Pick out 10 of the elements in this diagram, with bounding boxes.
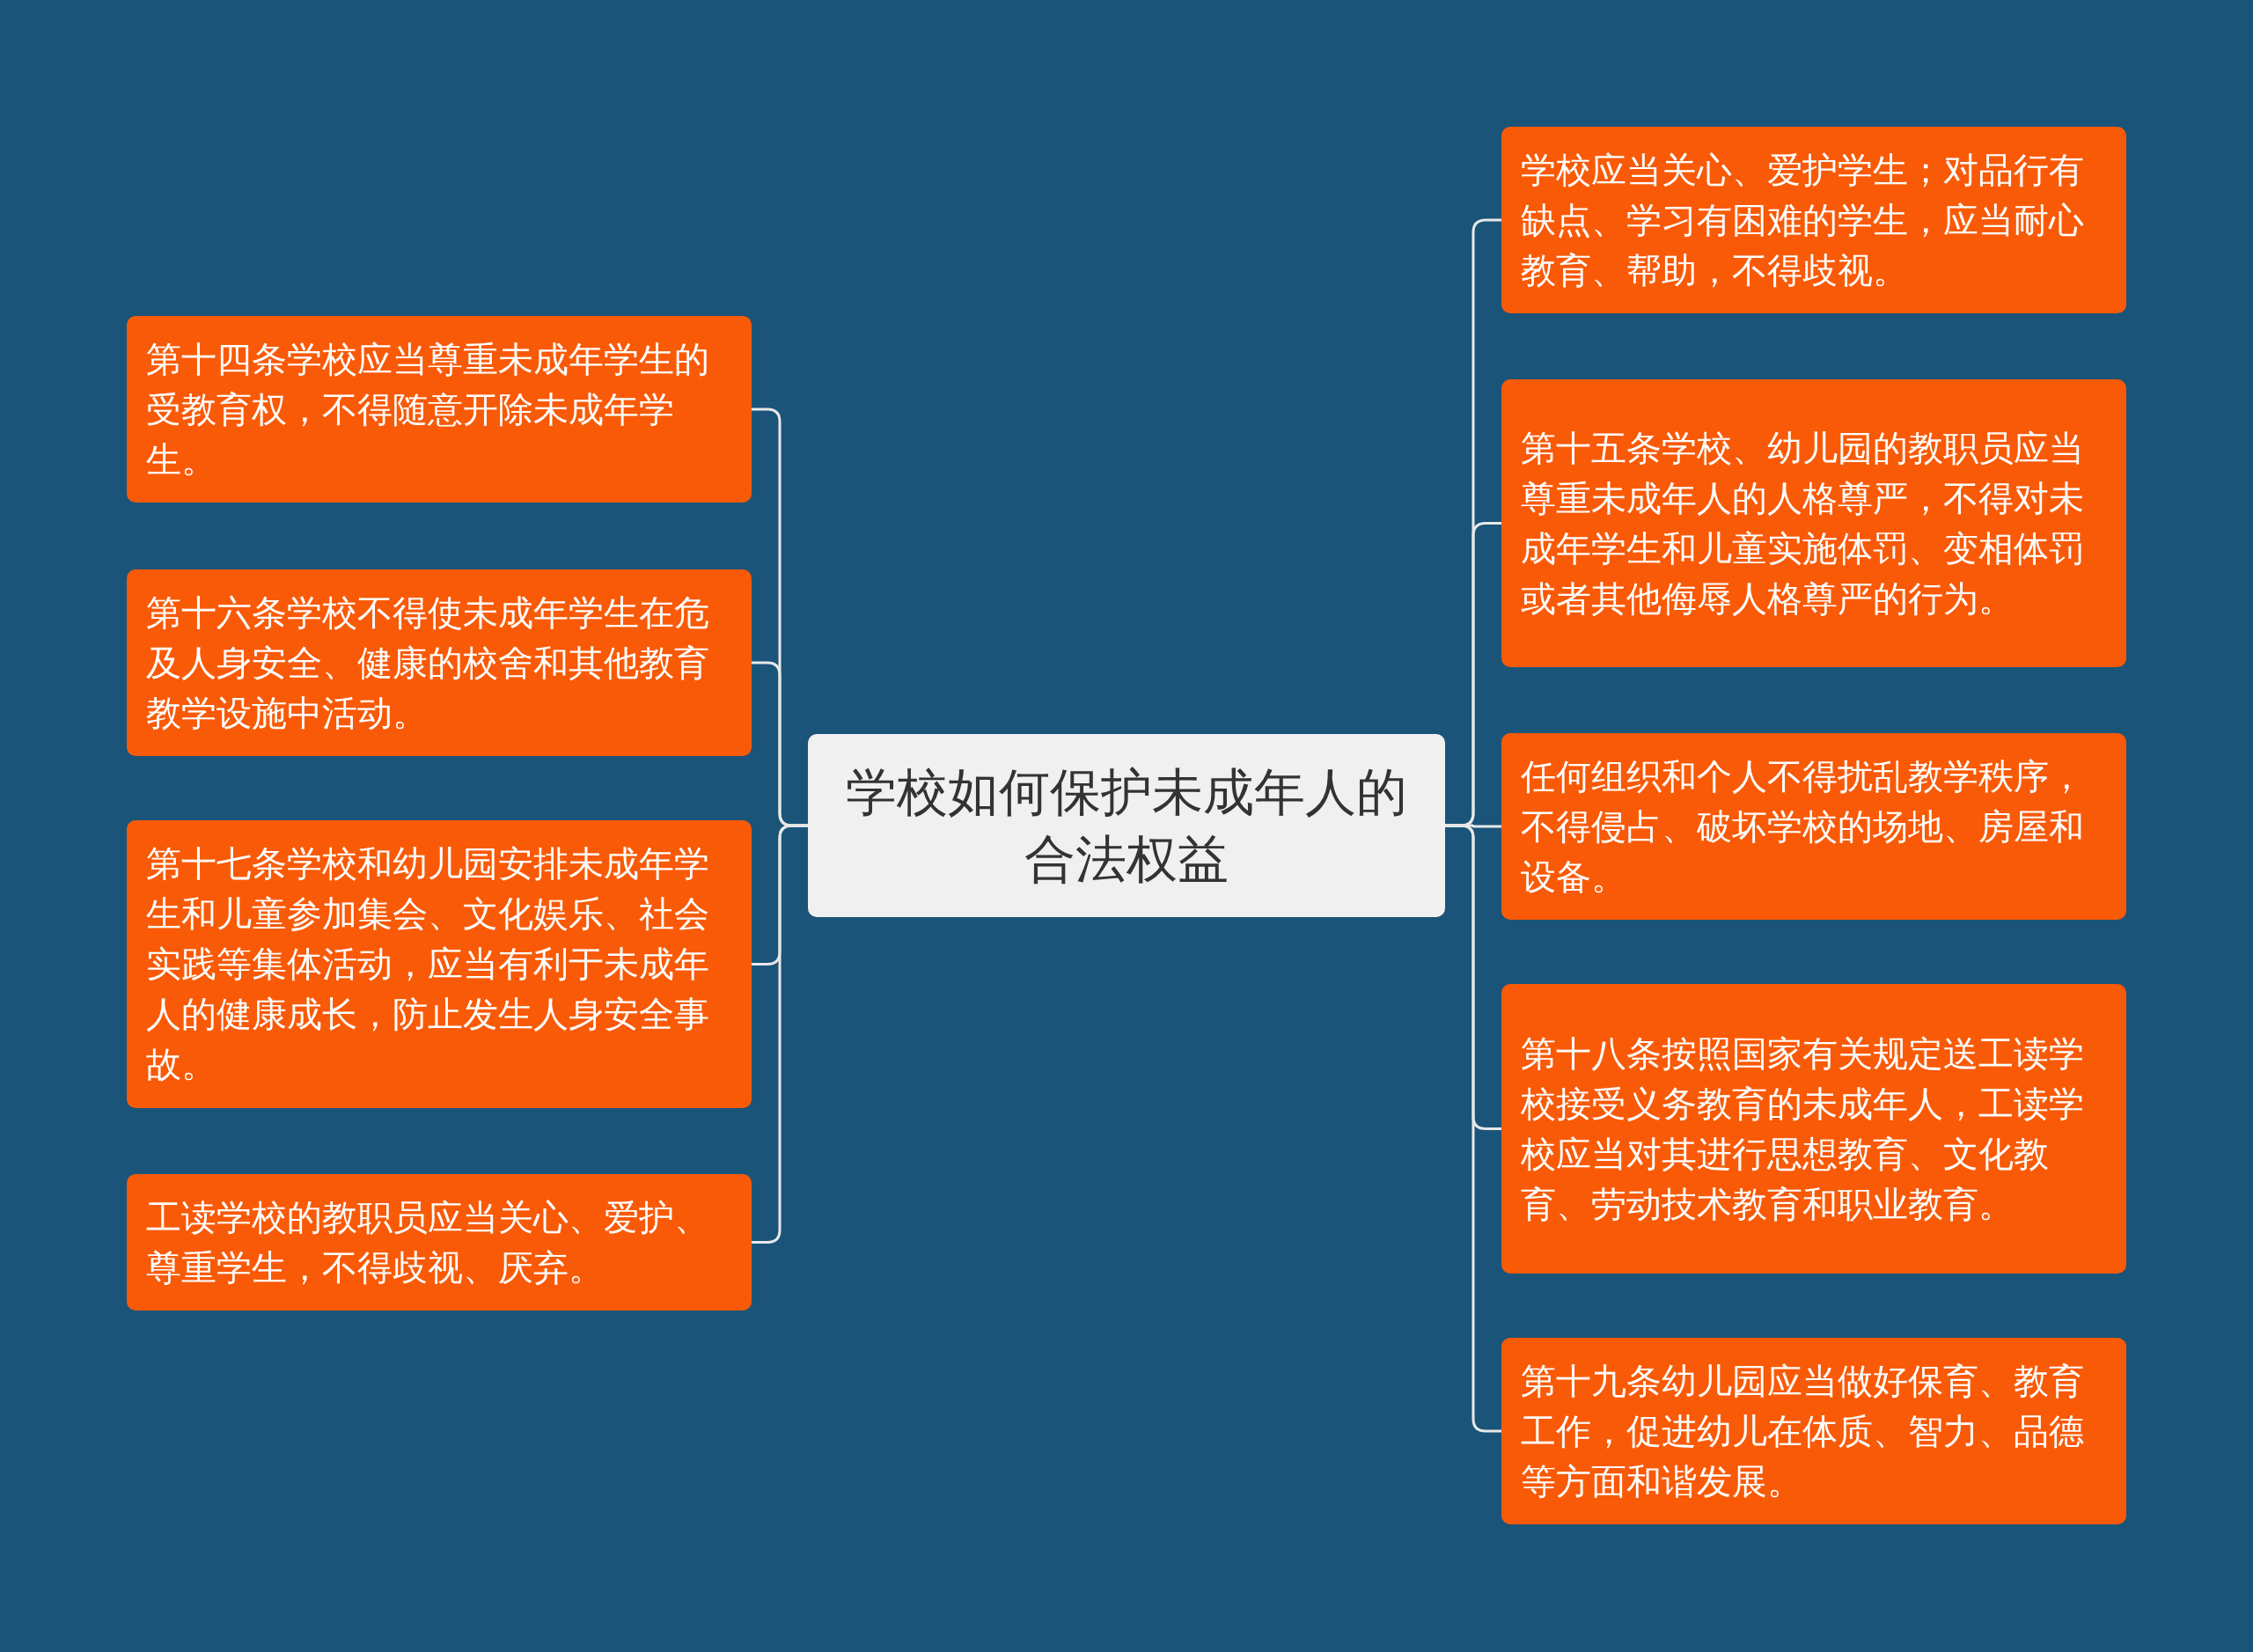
subtopic-box: 第十九条幼儿园应当做好保育、教育工作，促进幼儿在体质、智力、品德等方面和谐发展。: [1501, 1338, 2126, 1524]
subtopic-box: 学校应当关心、爱护学生；对品行有缺点、学习有困难的学生，应当耐心教育、帮助，不得歧视。: [1501, 127, 2126, 313]
subtopic-box: 第十五条学校、幼儿园的教职员应当尊重未成年人的人格尊严，不得对未成年学生和儿童实施体罚、变相体罚或者其他侮辱人格尊严的行为。: [1501, 379, 2126, 667]
subtopic-box: 第十四条学校应当尊重未成年学生的受教育权，不得随意开除未成年学生。: [127, 316, 752, 503]
subtopic-box: 第十七条学校和幼儿园安排未成年学生和儿童参加集会、文化娱乐、社会实践等集体活动，应当有利于未成年人的健康成长，防止发生人身安全事故。: [127, 820, 752, 1108]
subtopic-box: 第十八条按照国家有关规定送工读学校接受义务教育的未成年人，工读学校应当对其进行思想教育、文化教育、劳动技术教育和职业教育。: [1501, 984, 2126, 1274]
topic-box: 学校如何保护未成年人的合法权益: [808, 734, 1445, 917]
subtopic-box: 任何组织和个人不得扰乱教学秩序，不得侵占、破坏学校的场地、房屋和设备。: [1501, 733, 2126, 920]
subtopic-box: 第十六条学校不得使未成年学生在危及人身安全、健康的校舍和其他教育教学设施中活动。: [127, 569, 752, 756]
subtopic-box: 工读学校的教职员应当关心、爱护、尊重学生，不得歧视、厌弃。: [127, 1174, 752, 1311]
